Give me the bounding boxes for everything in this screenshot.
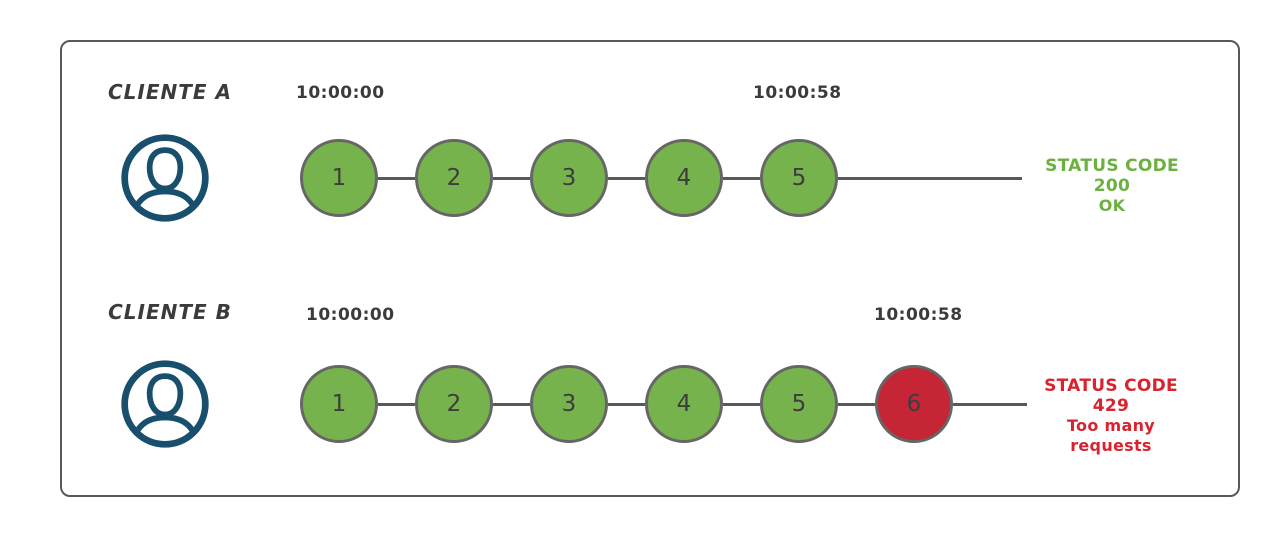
request-circle: 3 — [530, 365, 608, 443]
status-code-text: STATUS CODE 200 — [1045, 156, 1179, 196]
connector-line — [723, 176, 760, 180]
connector-line — [493, 402, 530, 406]
request-timeline-b: 1 2 3 4 5 6 — [300, 365, 1027, 443]
start-time-label-b: 10:00:00 — [306, 305, 395, 325]
request-circle: 3 — [530, 139, 608, 217]
request-circle: 5 — [760, 365, 838, 443]
end-time-label-b: 10:00:58 — [874, 305, 963, 325]
status-description-text: OK — [1098, 196, 1126, 215]
connector-line — [838, 402, 875, 406]
status-message-a: STATUS CODE 200 OK — [1028, 156, 1196, 216]
request-circle-rate-limited: 6 — [875, 365, 953, 443]
connector-line — [723, 402, 760, 406]
end-time-label-a: 10:00:58 — [753, 83, 842, 103]
timeline-tail-line — [838, 176, 1022, 180]
request-circle: 2 — [415, 365, 493, 443]
request-circle: 2 — [415, 139, 493, 217]
status-code-text: STATUS CODE 429 — [1044, 376, 1178, 416]
start-time-label-a: 10:00:00 — [296, 83, 385, 103]
connector-line — [608, 402, 645, 406]
connector-line — [378, 402, 415, 406]
timeline-tail-line — [953, 402, 1027, 406]
connector-line — [608, 176, 645, 180]
request-circle: 1 — [300, 365, 378, 443]
person-icon — [121, 360, 209, 448]
request-circle: 4 — [645, 365, 723, 443]
request-circle: 1 — [300, 139, 378, 217]
request-circle: 4 — [645, 139, 723, 217]
connector-line — [493, 176, 530, 180]
client-b-name: CLIENTE B — [108, 300, 232, 324]
request-timeline-a: 1 2 3 4 5 — [300, 139, 1022, 217]
status-description-text: Too many requests — [1066, 416, 1156, 455]
request-circle: 5 — [760, 139, 838, 217]
client-a-name: CLIENTE A — [107, 80, 232, 104]
status-message-b: STATUS CODE 429 Too many requests — [1027, 376, 1195, 456]
connector-line — [378, 176, 415, 180]
person-icon — [121, 134, 209, 222]
